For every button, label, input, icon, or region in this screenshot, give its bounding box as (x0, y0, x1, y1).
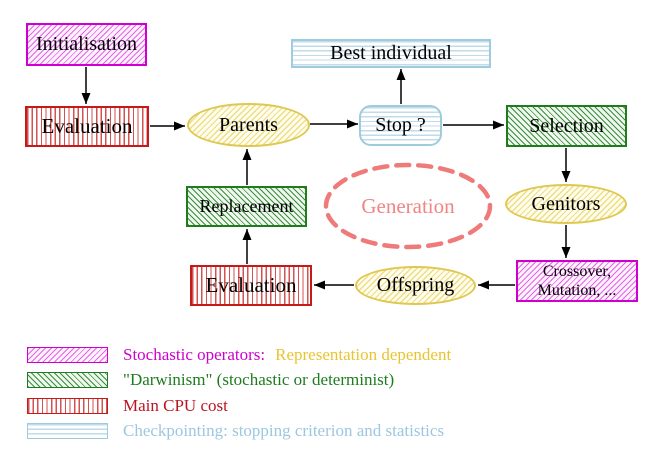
node-best-individual: Best individual (291, 39, 491, 68)
generation-label: Generation (361, 193, 455, 218)
legend-row-main-cpu-cost: Main CPU cost (27, 396, 228, 416)
node-evaluation-bottom: Evaluation (190, 265, 312, 306)
legend-swatch-magenta-hatch (27, 347, 108, 363)
legend-label-checkpointing: Checkpointing: stopping criterion and st… (123, 421, 445, 440)
node-crossover-mutation: Crossover, Mutation, ... (516, 260, 638, 302)
legend-swatch-green-hatch (27, 372, 108, 388)
node-replacement: Replacement (186, 186, 307, 227)
legend-label-stochastic-operators: Stochastic operators: (123, 345, 266, 364)
node-genitors: Genitors (505, 184, 627, 224)
legend-label-main-cpu-cost: Main CPU cost (123, 396, 228, 415)
node-initialisation: Initialisation (26, 23, 147, 66)
node-selection: Selection (506, 105, 627, 147)
node-offspring: Offspring (355, 266, 476, 305)
legend-label-representation-dependent: Representation dependent (275, 345, 452, 364)
node-parents: Parents (187, 103, 310, 147)
node-stop: Stop ? (359, 105, 442, 146)
crossover-line1: Crossover, (542, 263, 612, 280)
legend-row-stochastic-operators: Stochastic operators: Representation dep… (27, 345, 451, 365)
crossover-line2: Mutation, ... (537, 282, 617, 299)
legend-swatch-cyan-horizontal-lines (27, 423, 108, 439)
legend-row-darwinism: "Darwinism" (stochastic or determinist) (27, 370, 394, 390)
legend-label-darwinism: "Darwinism" (stochastic or determinist) (123, 370, 395, 389)
node-evaluation-top: Evaluation (25, 106, 149, 147)
legend-row-checkpointing: Checkpointing: stopping criterion and st… (27, 421, 444, 441)
legend-swatch-red-vertical-lines (27, 398, 108, 414)
